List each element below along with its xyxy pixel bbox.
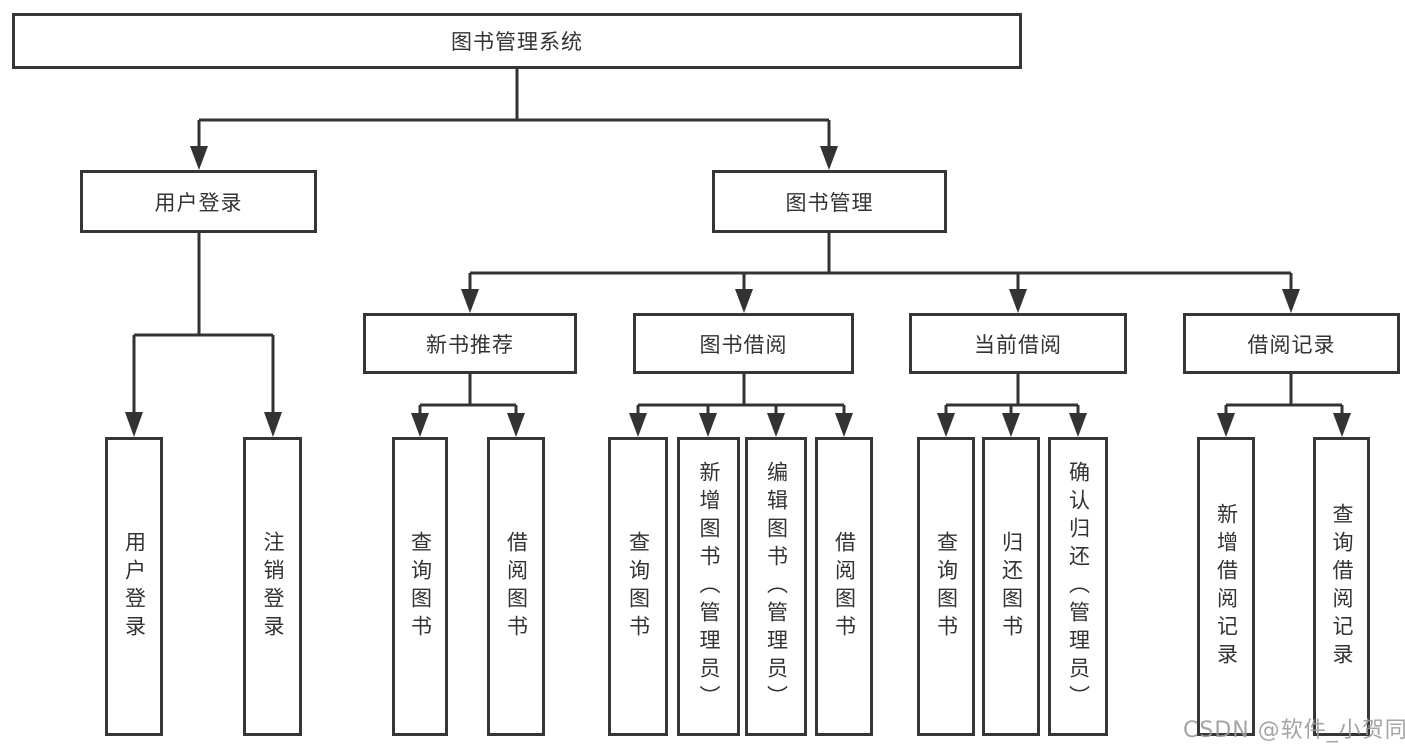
leaf-return-book: 归还图书 xyxy=(982,437,1040,736)
node-borrow-records-label: 借阅记录 xyxy=(1247,332,1336,357)
leaf-confirm-return-admin-label: 确认归还（管理员） xyxy=(1066,460,1091,713)
node-current-borrow-label: 当前借阅 xyxy=(974,332,1062,357)
edge-user-login-children xyxy=(125,233,282,437)
leaf-borrow-book-under-new-book: 借阅图书 xyxy=(487,437,545,736)
leaf-add-book-admin-label: 新增图书（管理员） xyxy=(697,460,721,713)
leaf-confirm-return-admin: 确认归还（管理员） xyxy=(1048,437,1108,736)
node-user-login: 用户登录 xyxy=(80,170,317,233)
leaf-return-book-label: 归还图书 xyxy=(999,530,1024,643)
leaf-query-book-under-current-borrow: 查询图书 xyxy=(917,437,975,736)
node-new-book-recommend-label: 新书推荐 xyxy=(426,332,514,357)
leaf-query-book-label: 查询图书 xyxy=(934,530,959,643)
leaf-edit-book-admin: 编辑图书（管理员） xyxy=(745,437,807,736)
node-new-book-recommend: 新书推荐 xyxy=(363,313,577,374)
node-user-login-label: 用户登录 xyxy=(154,190,243,215)
leaf-logout-label: 注销登录 xyxy=(261,530,285,643)
leaf-user-login-label: 用户登录 xyxy=(122,530,147,643)
edge-new-book-children xyxy=(411,374,525,437)
node-book-management-label: 图书管理 xyxy=(785,190,874,215)
leaf-query-borrow-record: 查询借阅记录 xyxy=(1313,437,1370,736)
edge-root-to-level1 xyxy=(190,69,838,170)
edge-book-mgmt-children xyxy=(461,233,1300,313)
node-book-management: 图书管理 xyxy=(712,170,947,233)
node-root-label: 图书管理系统 xyxy=(451,30,583,54)
leaf-borrow-book-label: 借阅图书 xyxy=(504,530,529,643)
node-root-system: 图书管理系统 xyxy=(12,13,1022,69)
node-book-borrow: 图书借阅 xyxy=(633,313,854,374)
leaf-query-book-under-new-book: 查询图书 xyxy=(392,437,448,736)
leaf-user-login: 用户登录 xyxy=(105,437,163,736)
edge-borrow-records-children xyxy=(1217,374,1351,437)
leaf-borrow-book-under-book-borrow: 借阅图书 xyxy=(815,437,873,736)
node-borrow-records: 借阅记录 xyxy=(1183,313,1400,374)
leaf-query-borrow-record-label: 查询借阅记录 xyxy=(1330,502,1354,671)
node-book-borrow-label: 图书借阅 xyxy=(699,332,788,357)
node-current-borrow: 当前借阅 xyxy=(909,313,1127,374)
leaf-add-book-admin: 新增图书（管理员） xyxy=(677,437,740,736)
edge-current-borrow-children xyxy=(937,374,1087,437)
leaf-borrow-book-label: 借阅图书 xyxy=(832,530,857,643)
edge-book-borrow-children xyxy=(629,374,853,437)
leaf-query-book-label: 查询图书 xyxy=(408,530,433,643)
leaf-logout: 注销登录 xyxy=(243,437,302,736)
watermark: CSDN @软件_小贺同学 xyxy=(1183,718,1405,743)
leaf-query-book-under-book-borrow: 查询图书 xyxy=(608,437,668,736)
leaf-query-book-label: 查询图书 xyxy=(626,530,651,643)
leaf-edit-book-admin-label: 编辑图书（管理员） xyxy=(764,460,789,713)
leaf-add-borrow-record: 新增借阅记录 xyxy=(1197,437,1255,736)
leaf-add-borrow-record-label: 新增借阅记录 xyxy=(1214,502,1239,671)
